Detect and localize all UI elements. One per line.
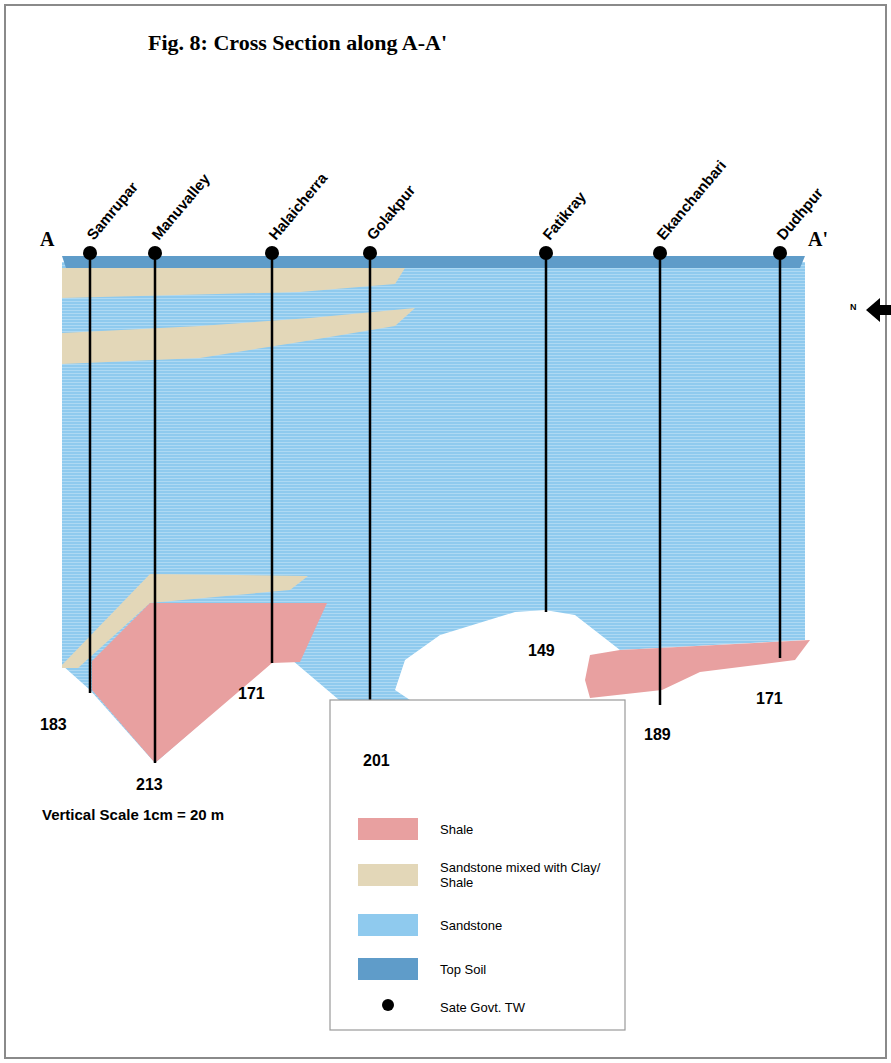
section-end-label: A	[40, 228, 54, 251]
north-arrow	[866, 298, 891, 322]
depth-number: 171	[756, 690, 783, 708]
legend-swatch	[358, 914, 418, 936]
legend-box	[330, 700, 625, 1030]
legend-swatch	[358, 818, 418, 840]
well-dots	[83, 246, 787, 260]
legend-dot	[382, 999, 394, 1011]
legend-text: Top Soil	[440, 962, 610, 977]
depth-number: 189	[644, 726, 671, 744]
depth-number: 213	[136, 776, 163, 794]
well-name: Golakpur	[364, 182, 419, 243]
well-lines	[90, 253, 780, 763]
well-name: Manuvalley	[149, 171, 213, 243]
shale-wedge	[92, 603, 327, 763]
depth-number: 171	[238, 685, 265, 703]
scale-note: Vertical Scale 1cm = 20 m	[42, 806, 224, 823]
sandstone-clay-band	[62, 308, 415, 364]
frame	[5, 5, 886, 1058]
depth-number: 183	[40, 716, 67, 734]
legend-swatch	[358, 864, 418, 886]
legend-swatch	[358, 958, 418, 980]
figure-title: Fig. 8: Cross Section along A-A'	[148, 30, 447, 56]
depth-number: 149	[528, 642, 555, 660]
north-label: N	[850, 302, 857, 312]
legend-text: Shale	[440, 822, 610, 837]
top-soil	[62, 256, 805, 268]
well-name: Fatikray	[540, 189, 589, 243]
section-end-label: A'	[808, 228, 828, 251]
sandstone-clay-band	[62, 268, 405, 298]
legend-text: Sate Govt. TW	[440, 1000, 610, 1015]
well-name: Samrupar	[84, 179, 141, 243]
sandstone-body	[62, 262, 805, 763]
legend-text: Sandstone mixed with Clay/ Shale	[440, 860, 610, 890]
well-name: Halaicherra	[266, 170, 331, 243]
legend-text: Sandstone	[440, 918, 610, 933]
shale-bed	[585, 640, 810, 698]
well-name: Ekanchanbari	[654, 157, 729, 243]
depth-number: 201	[363, 752, 390, 770]
